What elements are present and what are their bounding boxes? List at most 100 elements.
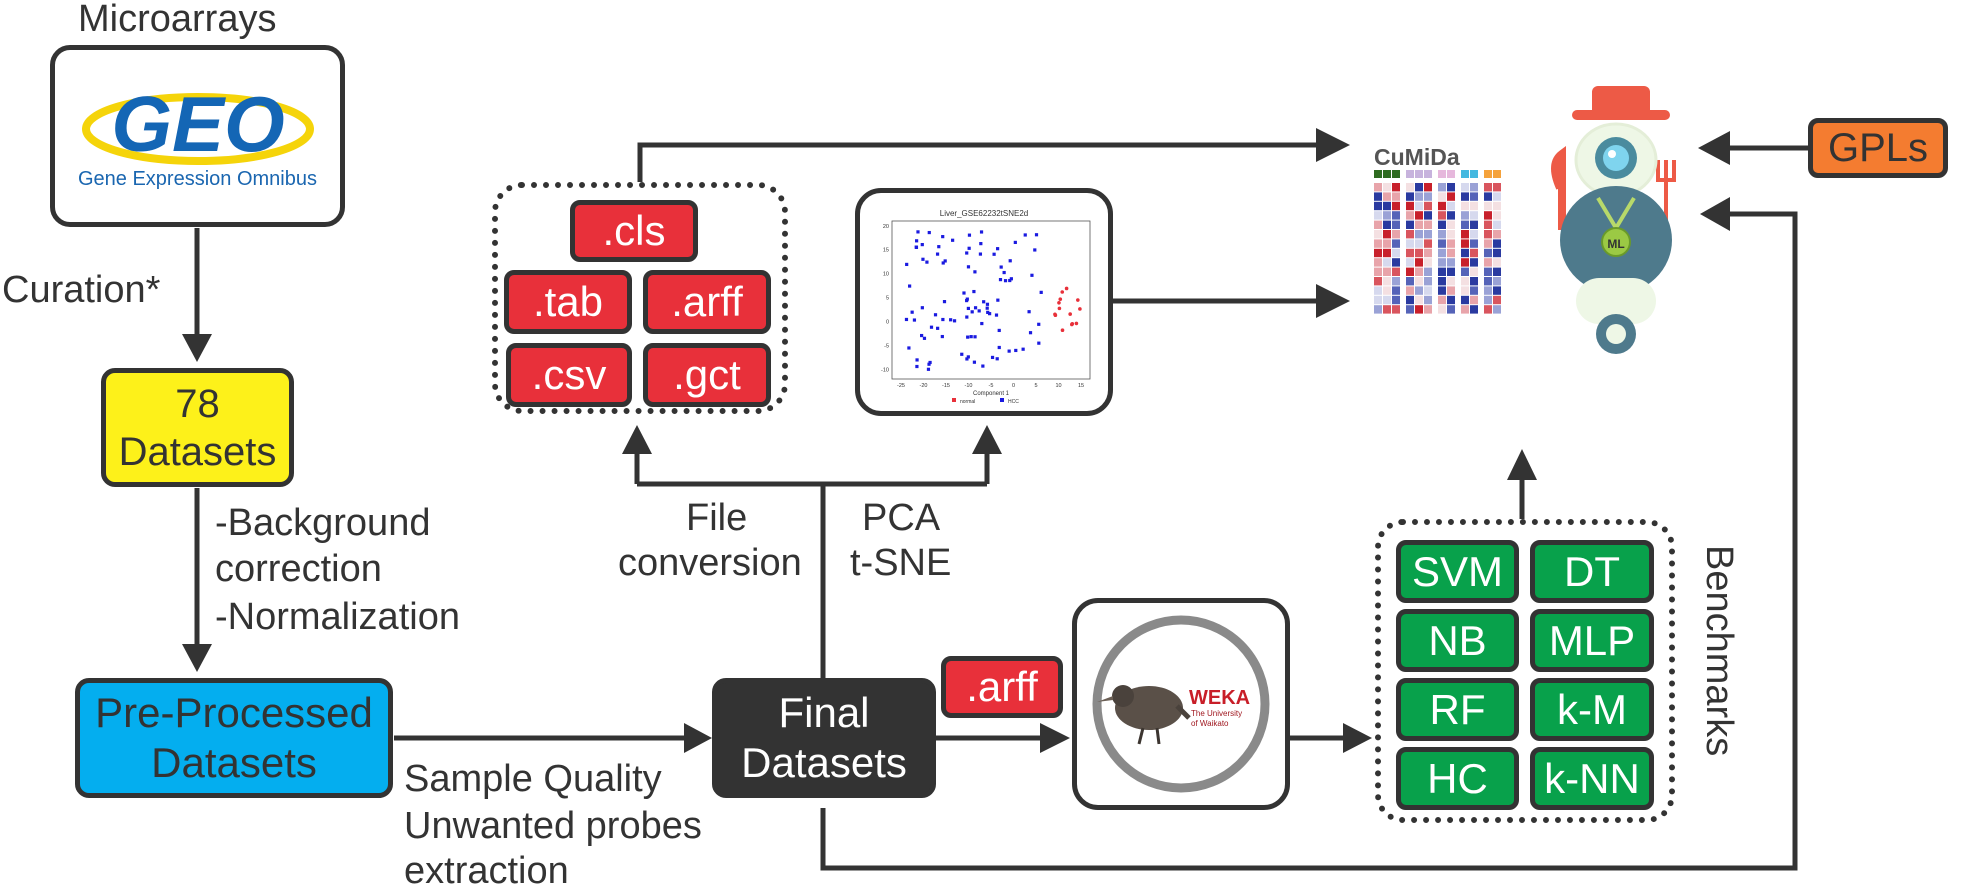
tsne-point-hcc <box>970 310 974 314</box>
tsne-point-hcc <box>966 265 971 269</box>
cumida-heat-cell <box>1424 295 1432 305</box>
cumida-heat-cell <box>1374 277 1382 286</box>
tsne-ytick: 10 <box>883 272 889 278</box>
cumida-header-cell <box>1406 170 1414 178</box>
tsne-point-hcc <box>1027 310 1031 314</box>
tsne-point-hcc <box>966 306 970 311</box>
tsne-xtick: -10 <box>965 383 973 389</box>
tsne-point-hcc <box>943 259 947 263</box>
tsne-point-normal <box>1070 322 1075 326</box>
cumida-heat-cell <box>1374 211 1382 220</box>
cumida-heat-cell <box>1415 305 1423 314</box>
cumida-heat-cell <box>1406 258 1414 267</box>
tsne-point-hcc <box>992 252 996 256</box>
cumida-heat-cell <box>1383 192 1391 201</box>
weka-sub1: The University <box>1191 709 1242 718</box>
tsne-point-hcc <box>1039 290 1043 294</box>
cumida-heat-cell <box>1374 305 1382 314</box>
cumida-heat-cell <box>1424 230 1432 239</box>
cumida-heat-cell <box>1470 248 1478 258</box>
tsne-point-normal <box>1064 286 1069 291</box>
cumida-heat-cell <box>1447 277 1455 286</box>
geo-logo-icon: GEO <box>81 81 314 168</box>
benchmarks-label: Benchmarks <box>1698 545 1740 757</box>
cumida-heat-cell <box>1461 295 1469 305</box>
cumida-heat-cell <box>1438 295 1446 305</box>
tsne-point-hcc <box>1014 348 1018 353</box>
cumida-heat-cell <box>1424 277 1432 286</box>
cumida-heat-cell <box>1392 295 1400 305</box>
cumida-heat-cell <box>1424 305 1432 314</box>
tsne-point-hcc <box>949 318 953 322</box>
cumida-heat-cell <box>1424 183 1432 192</box>
tsne-ytick: 15 <box>883 248 889 254</box>
cumida-heat-cell <box>1447 248 1455 258</box>
tsne-ytick: -10 <box>881 367 889 373</box>
tsne-point-hcc <box>999 265 1003 269</box>
tsne-point-hcc <box>920 243 924 247</box>
cumida-heat-cell <box>1470 230 1478 239</box>
cumida-heat-cell <box>1438 230 1446 239</box>
cumida-heat-cell <box>1406 248 1414 258</box>
curation-label: Curation* <box>2 269 161 311</box>
cumida-heat-cell <box>1470 239 1478 248</box>
background-label: -Background <box>215 502 431 544</box>
tsne-point-hcc <box>941 317 945 322</box>
tsne-point-hcc <box>995 357 999 361</box>
cumida-heat-cell <box>1447 192 1455 201</box>
cumida-heat-cell <box>1461 239 1469 248</box>
cumida-heat-cell <box>1424 220 1432 229</box>
cumida-heat-cell <box>1438 211 1446 220</box>
cumida-heat-cell <box>1406 277 1414 286</box>
weka-bird-icon <box>1097 685 1191 745</box>
weka-logo: WEKA The University of Waikato <box>1092 615 1270 793</box>
cumida-heat-cell <box>1415 211 1423 220</box>
tsne-point-hcc <box>967 246 971 250</box>
cumida-heat-cell <box>1447 286 1455 295</box>
tsne-point-normal <box>1060 328 1065 332</box>
tsne-point-hcc <box>941 235 945 239</box>
cumida-heat-cell <box>1461 258 1469 267</box>
cumida-heat-cell <box>1424 192 1432 201</box>
tsne-point-hcc <box>973 270 977 274</box>
cumida-heat-cell <box>1424 248 1432 258</box>
tsne-point-hcc <box>925 260 929 264</box>
weka-input-arff-tag: .arff <box>941 656 1063 718</box>
tsne-point-hcc <box>979 242 983 246</box>
cumida-heat-cell <box>1493 248 1501 258</box>
sample-quality-label: Sample Quality <box>404 758 662 800</box>
cumida-heat-cell <box>1493 201 1501 211</box>
tsne-point-hcc <box>966 335 970 339</box>
cumida-heat-cell <box>1493 305 1501 314</box>
cumida-header-cell <box>1447 170 1455 178</box>
cumida-heat-cell <box>1484 201 1492 211</box>
cumida-heat-cell <box>1374 192 1382 201</box>
tsne-point-hcc <box>967 233 972 237</box>
cumida-heat-cell <box>1470 211 1478 220</box>
tsne-point-hcc <box>966 355 970 359</box>
cumida-heat-cell <box>1374 267 1382 276</box>
tsne-point-hcc <box>965 298 969 303</box>
knife-icon <box>1551 145 1566 230</box>
cumida-heat-cell <box>1484 248 1492 258</box>
cumida-heat-cell <box>1406 230 1414 239</box>
cumida-heat-cell <box>1484 295 1492 305</box>
tsne-xtick: -15 <box>942 383 950 389</box>
tsne-point-hcc <box>986 310 990 314</box>
cumida-heat-cell <box>1415 248 1423 258</box>
tsne-point-normal <box>1068 312 1072 316</box>
tsne-point-hcc <box>997 328 1001 333</box>
file-formats-group <box>492 182 788 414</box>
tsne-point-hcc <box>981 364 985 368</box>
cumida-heat-cell <box>1392 286 1400 295</box>
cumida-heat-cell <box>1383 248 1391 258</box>
cumida-heat-cell <box>1461 220 1469 229</box>
algo-rf: RF <box>1396 678 1519 741</box>
cumida-header-cell <box>1415 170 1423 178</box>
cumida-heat-cell <box>1392 230 1400 239</box>
cumida-heat-cell <box>1424 201 1432 211</box>
cumida-heat-cell <box>1406 295 1414 305</box>
cumida-heat-cell <box>1484 258 1492 267</box>
cumida-header-cell <box>1461 170 1469 178</box>
